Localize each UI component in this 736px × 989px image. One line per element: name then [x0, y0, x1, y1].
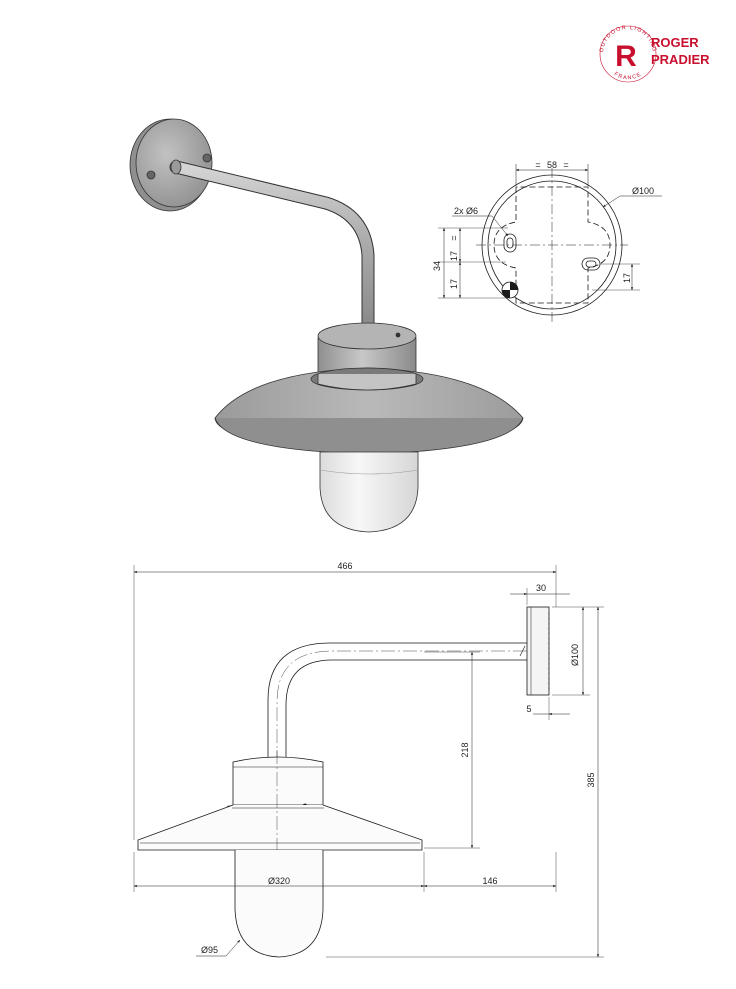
housing-top [317, 322, 417, 350]
dim-label-218: 218 [460, 742, 470, 757]
dim-leader-holes [491, 215, 509, 237]
dim-label-holes: 2x Ø6 [454, 206, 478, 216]
logo-ring-bottom-text: FRANCE [613, 71, 643, 81]
dim-eq-left: = [535, 160, 540, 170]
logo-wordmark-line1: ROGER [651, 35, 699, 50]
dim-label-d100: Ø100 [632, 186, 654, 196]
dim-leader-d100 [602, 195, 621, 208]
wall-plate-screw-left [146, 170, 156, 180]
dim-label-d320: Ø320 [268, 876, 290, 886]
dim-label-385: 385 [586, 772, 596, 787]
side-arm-centerline [276, 650, 527, 758]
glass-globe [319, 451, 419, 533]
mount-slot-right-inner [585, 260, 597, 268]
shade-collar [317, 374, 417, 391]
brand-logo: OUTDOOR LIGHTING FRANCE R ROGER PRADIER [599, 25, 710, 83]
logo-monogram: R [615, 40, 637, 73]
dim-label-58: 58 [547, 160, 557, 170]
dim-label-17b: 17 [449, 279, 459, 289]
shade-rim [214, 417, 524, 455]
dim-label-17-right: 17 [622, 273, 632, 283]
base-plate-labels: 58 = = Ø100 2x Ø6 34 17 = 17 17 [432, 160, 654, 289]
side-wall-plate [526, 606, 550, 696]
dim-label-17a: 17 [449, 251, 459, 261]
side-arm-inner [285, 659, 527, 758]
logo-ring [599, 25, 657, 83]
dim-eq-right: = [563, 160, 568, 170]
side-view-labels: 466 30 Ø100 5 218 385 Ø320 146 Ø95 [201, 561, 596, 955]
base-plate-mount-outline [493, 186, 611, 304]
reference-mark-fill [502, 282, 518, 298]
globe-seam [319, 469, 419, 475]
dim-label-30: 30 [536, 583, 546, 593]
dim-label-5: 5 [526, 704, 531, 714]
side-housing [232, 756, 324, 806]
mount-slot-right [581, 257, 601, 271]
arm-joint [170, 159, 182, 175]
dim-eq-17a: = [449, 235, 459, 240]
wall-plate-screw-right [202, 153, 212, 163]
lamp-side-view [133, 565, 604, 958]
base-plate-detail [438, 164, 662, 322]
arm [170, 161, 374, 331]
dim-leader-d95 [225, 939, 241, 957]
logo-wordmark-line2: PRADIER [651, 52, 710, 67]
mount-slot-left-inner [506, 237, 514, 249]
housing-top-screw [395, 332, 401, 338]
side-globe [234, 850, 324, 958]
lamp-3d-view [129, 118, 524, 533]
dim-label-34: 34 [432, 261, 442, 271]
side-arm-outer [267, 642, 527, 758]
dim-label-146: 146 [482, 876, 497, 886]
dim-label-466: 466 [337, 561, 352, 571]
mount-slot-left [503, 233, 517, 253]
dim-label-d95: Ø95 [201, 945, 218, 955]
dim-label-side-d100: Ø100 [570, 644, 580, 666]
